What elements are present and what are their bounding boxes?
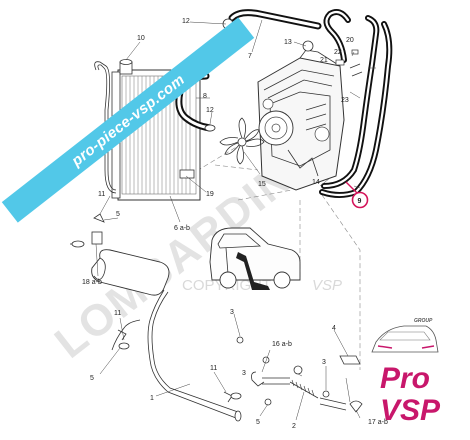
highlight-callout-9[interactable]: 9: [345, 181, 369, 209]
callout-23: 23: [341, 97, 349, 104]
car-silhouette: [209, 227, 301, 290]
callout-12a: 12: [182, 18, 190, 25]
callout-4: 4: [332, 325, 336, 332]
callout-16ab: 16 a-b: [272, 341, 292, 348]
callout-10: 10: [137, 35, 145, 42]
callout-18ab: 18 a-b: [82, 279, 102, 286]
hangers: [93, 213, 242, 403]
callout-8: 8: [203, 93, 207, 100]
silencer: [70, 231, 170, 296]
engine-block: [257, 49, 345, 191]
logo-group-text: GROUP: [414, 318, 433, 324]
callout-2: 2: [292, 423, 296, 430]
callout-1: 1: [150, 395, 154, 402]
logo-pro-text: Pro: [380, 362, 430, 395]
callout-5b: 5: [90, 375, 94, 382]
callout-21: 21: [320, 57, 328, 64]
callout-17ab: 17 a-b: [368, 419, 388, 426]
callout-6ab: 6 a-b: [174, 225, 190, 232]
callout-14: 14: [312, 179, 320, 186]
vsp-watermark: VSP: [312, 277, 342, 294]
callout-11b: 11: [114, 310, 121, 317]
callout-12b: 12: [206, 107, 214, 114]
callout-3a: 3: [230, 309, 234, 316]
callout-3c: 3: [242, 370, 246, 377]
fan: [219, 117, 265, 165]
callout-11c: 11: [210, 365, 217, 372]
logo-vsp-text: VSP: [380, 394, 441, 427]
heater-hose-pipes: [319, 9, 393, 198]
callout-19: 19: [206, 191, 214, 198]
callout-5a: 5: [116, 211, 120, 218]
callout-11a: 11: [98, 191, 105, 198]
callout-5c: 5: [256, 419, 260, 426]
lower-exhaust-parts: [236, 336, 363, 413]
callout-7: 7: [248, 53, 252, 60]
callout-15: 15: [258, 181, 266, 188]
callout-9: 9: [358, 198, 362, 205]
exhaust-pipe: [111, 289, 242, 422]
callout-22: 22: [334, 49, 342, 56]
callout-20: 20: [346, 37, 354, 44]
upper-hose: [228, 9, 322, 30]
callout-13a: 13: [284, 39, 292, 46]
pro-vsp-logo: GROUP Pro VSP: [371, 318, 441, 427]
callout-3b: 3: [322, 359, 326, 366]
